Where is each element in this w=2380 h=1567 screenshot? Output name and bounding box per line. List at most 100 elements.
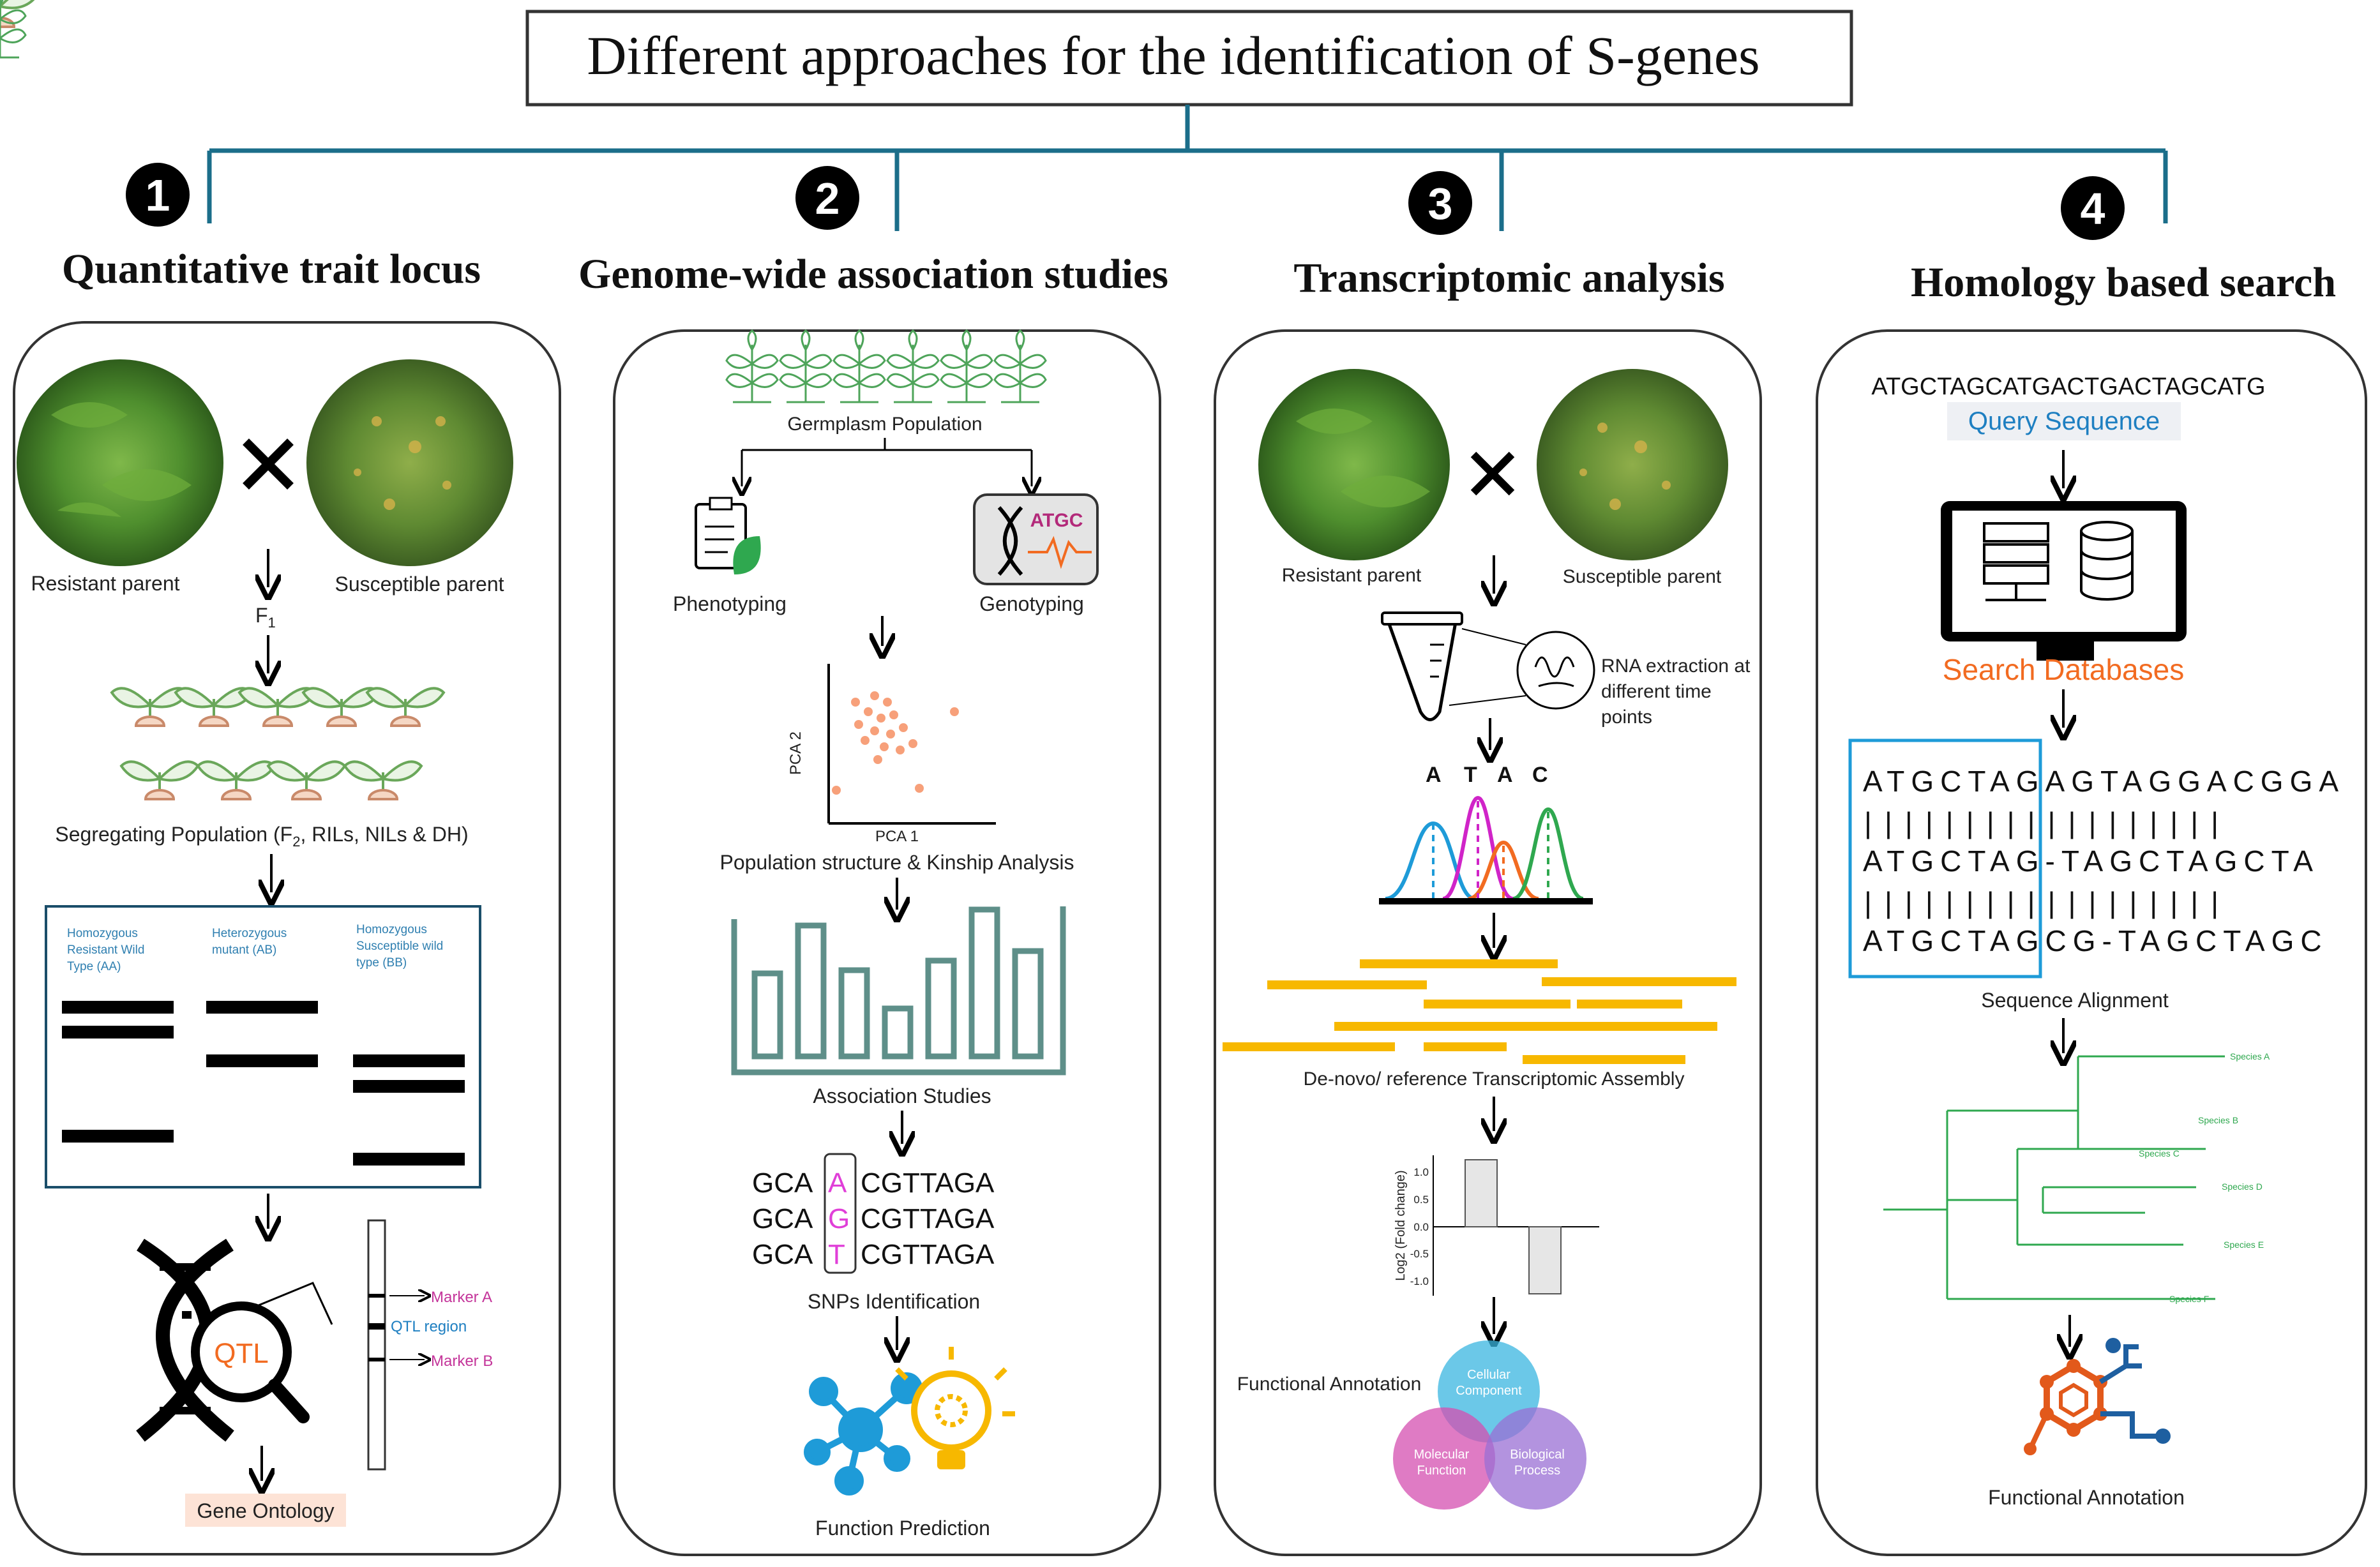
search-databases-label: Search Databases (1943, 653, 2184, 686)
fold-change-chart: 1.0 0.5 0.0 -0.5 -1.0 Log2 (Fold change) (1394, 1155, 1599, 1296)
germplasm-label: Germplasm Population (787, 414, 982, 435)
badge-3 (1408, 171, 1472, 235)
panel-4 (1816, 329, 2367, 1556)
svg-text:GCA: GCA (752, 1239, 813, 1270)
panel-3 (1214, 329, 1762, 1556)
qtl-label: QTL (214, 1338, 269, 1369)
gel-col2-line2: mutant (AB) (212, 943, 276, 957)
susceptible-leaf-image-2 (1537, 369, 1728, 560)
badge-1-number: 1 (146, 170, 170, 220)
resistant-parent-label-2: Resistant parent (1282, 565, 1422, 586)
cross-icon-2 (1470, 451, 1515, 496)
gel-col2-line1: Heterozygous (212, 927, 287, 940)
base-a1: A (1426, 763, 1441, 787)
venn-cc-1: Cellular (1467, 1368, 1510, 1382)
tick-4: -0.5 (1410, 1248, 1429, 1260)
heading-transcriptomic: Transcriptomic analysis (1293, 255, 1724, 301)
base-c: C (1532, 763, 1548, 787)
network-icon (804, 1372, 923, 1496)
query-sequence-text: ATGCTAGCATGACTGACTAGCATG (1871, 373, 2265, 400)
panel-1-content: Resistant parent Susceptible parent F1 S… (0, 0, 513, 1527)
tick-2: 0.5 (1413, 1194, 1429, 1206)
log2-label: Log2 (Fold change) (1394, 1170, 1408, 1280)
badge-2-number: 2 (815, 174, 840, 223)
badge-4-number: 4 (2081, 184, 2105, 234)
phenotyping-label: Phenotyping (673, 592, 787, 615)
page-title: Different approaches for the identificat… (587, 25, 1759, 86)
resistant-leaf-image-2 (1258, 369, 1450, 560)
heading-qtl: Quantitative trait locus (62, 246, 481, 292)
svg-text:GCA: GCA (752, 1167, 813, 1199)
venn-bp-2: Process (1514, 1464, 1560, 1478)
align-row-3: ATGCTAGCG-TAGCTAGC (1863, 924, 2328, 957)
badge-3-number: 3 (1428, 179, 1453, 229)
align-row-1: ATGCTAGAGTAGGACGGA (1863, 765, 2345, 798)
gel-col1-line3: Type (AA) (67, 960, 121, 973)
sequence-alignment-label: Sequence Alignment (1981, 989, 2169, 1012)
atgc-label: ATGC (1030, 510, 1083, 531)
badge-1 (126, 163, 190, 227)
svg-text:GCA: GCA (752, 1203, 813, 1234)
phylogenetic-tree (1883, 1055, 2225, 1300)
svg-text:A: A (828, 1167, 847, 1199)
assembly-label: De-novo/ reference Transcriptomic Assemb… (1304, 1068, 1685, 1090)
align-pipes-1: |||||||||||||||||| (1864, 806, 2231, 839)
pca1-label: PCA 1 (875, 828, 919, 845)
gene-ontology-label: Gene Ontology (197, 1499, 334, 1522)
rna-tube-icon (1381, 611, 1595, 721)
svg-text:CGTTAGA: CGTTAGA (861, 1167, 995, 1199)
germplasm-plants-icon (0, 0, 1047, 403)
tick-5: -1.0 (1410, 1275, 1429, 1287)
panel-4-content: ATGCTAGCATGACTGACTAGCATG Query Sequence … (1848, 373, 2345, 1509)
svg-text:T: T (828, 1239, 845, 1270)
pca-plot: PCA 2 PCA 1 (787, 664, 996, 845)
species-c: Species C (2139, 1148, 2180, 1158)
heading-gwas: Genome-wide association studies (578, 251, 1168, 297)
species-a: Species A (2230, 1051, 2270, 1061)
species-f: Species F (2169, 1294, 2209, 1304)
molecule-icon (2024, 1338, 2171, 1455)
function-prediction-label: Function Prediction (815, 1517, 990, 1540)
phenotyping-clipboard-icon (695, 497, 761, 574)
susceptible-leaf-image (306, 359, 513, 566)
association-studies-label: Association Studies (813, 1084, 991, 1107)
pca2-label: PCA 2 (787, 731, 804, 775)
tick-3: 0.0 (1413, 1221, 1429, 1233)
svg-text:A T A: A T A C (1426, 763, 1548, 787)
panel-3-content: Resistant parent Susceptible parent RNA … (1223, 369, 1751, 1510)
functional-annotation-label-3: Functional Annotation (1237, 1374, 1422, 1395)
database-monitor-icon (1941, 501, 2187, 661)
assembly-reads-icon (1223, 959, 1736, 1064)
tree-connector (207, 105, 2168, 231)
fold-change-bar-up (1465, 1159, 1498, 1227)
population-structure-label: Population structure & Kinship Analysis (720, 851, 1074, 874)
svg-text:CGTTAGA: CGTTAGA (861, 1239, 995, 1270)
gel-col3-line1: Homozygous (356, 923, 427, 936)
title-box: Different approaches for the identificat… (525, 10, 1853, 107)
heading-homology: Homology based search (1911, 259, 2336, 306)
species-b: Species B (2198, 1115, 2238, 1125)
susceptible-parent-label: Susceptible parent (335, 573, 504, 596)
badge-2 (795, 166, 859, 230)
panel-2 (613, 329, 1161, 1556)
species-d: Species D (2222, 1181, 2263, 1192)
snps-identification-label: SNPs Identification (808, 1290, 980, 1313)
resistant-leaf-image (17, 359, 223, 566)
align-pipes-2: |||||||||||||||||| (1864, 886, 2231, 919)
align-row-2: ATGCTAG-TAGCTAGCTA (1863, 844, 2319, 878)
genotyping-label: Genotyping (979, 592, 1084, 615)
segregating-population-label: Segregating Population (F2, RILs, NILs &… (55, 823, 468, 850)
cross-icon (243, 439, 294, 490)
tick-1: 1.0 (1413, 1166, 1429, 1178)
gene-ontology-box (185, 1494, 346, 1527)
rna-line2: different time (1601, 681, 1712, 702)
genotyping-icon: ATGC (973, 493, 1099, 585)
